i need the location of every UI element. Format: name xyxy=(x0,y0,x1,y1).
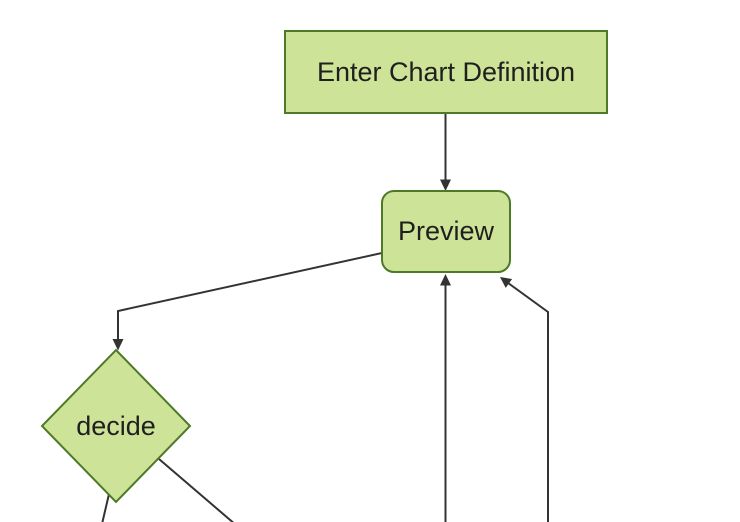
edge-bottom-center-to-preview xyxy=(440,274,451,522)
node-enter-chart-definition-shape xyxy=(284,30,608,114)
node-preview-shape xyxy=(381,190,511,273)
edge-preview-to-decide xyxy=(112,252,383,351)
arrowhead-up-icon xyxy=(440,274,451,286)
node-decide-shape xyxy=(40,348,192,504)
arrowhead-down-icon xyxy=(112,339,124,351)
edge-enter-to-preview xyxy=(440,113,451,191)
edge-decide-down-right xyxy=(158,458,235,522)
edge-bottom-right-to-preview xyxy=(500,277,549,522)
arrowhead-down-icon xyxy=(440,179,451,191)
edge-decide-down-left xyxy=(101,493,110,522)
arrowhead-up-left-icon xyxy=(500,277,513,288)
